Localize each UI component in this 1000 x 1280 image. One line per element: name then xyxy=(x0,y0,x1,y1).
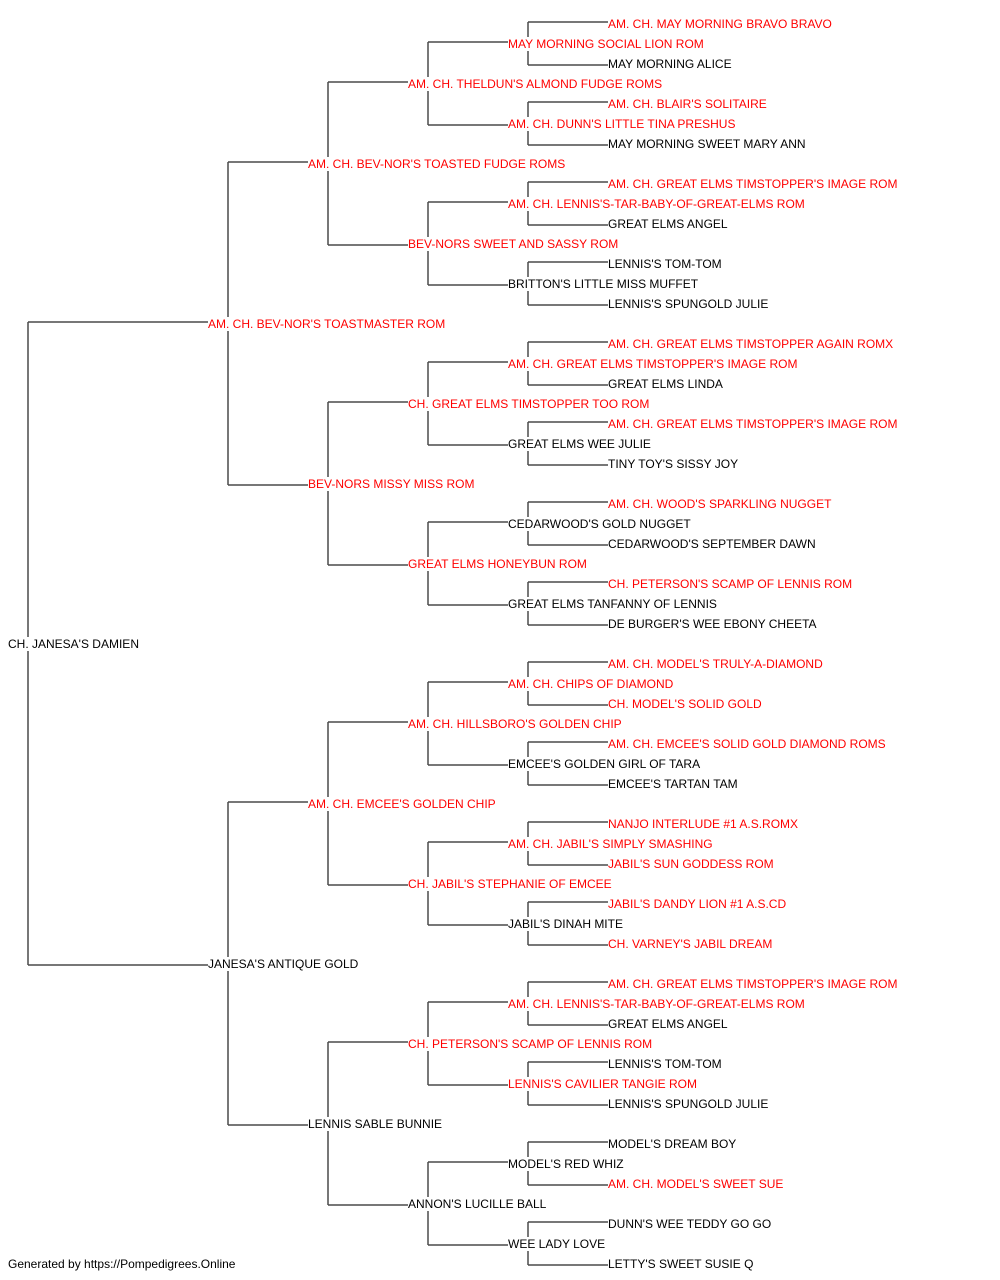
ancestor-name: CH. GREAT ELMS TIMSTOPPER TOO ROM xyxy=(408,397,652,411)
ancestor-name: AM. CH. DUNN'S LITTLE TINA PRESHUS xyxy=(508,117,738,131)
ancestor-name: DE BURGER'S WEE EBONY CHEETA xyxy=(608,617,819,631)
ancestor-name: GREAT ELMS LINDA xyxy=(608,377,725,391)
ancestor-name: CH. VARNEY'S JABIL DREAM xyxy=(608,937,775,951)
ancestor-name: DUNN'S WEE TEDDY GO GO xyxy=(608,1217,774,1231)
ancestor-name: CH. PETERSON'S SCAMP OF LENNIS ROM xyxy=(408,1037,655,1051)
ancestor-name: LENNIS'S TOM-TOM xyxy=(608,257,724,271)
ancestor-name: ANNON'S LUCILLE BALL xyxy=(408,1197,549,1211)
ancestor-name: AM. CH. BLAIR'S SOLITAIRE xyxy=(608,97,769,111)
ancestor-name: AM. CH. GREAT ELMS TIMSTOPPER AGAIN ROMX xyxy=(608,337,896,351)
ancestor-name: AM. CH. MODEL'S SWEET SUE xyxy=(608,1177,786,1191)
ancestor-name: GREAT ELMS ANGEL xyxy=(608,1017,730,1031)
ancestor-name: GREAT ELMS ANGEL xyxy=(608,217,730,231)
ancestor-name: AM. CH. MODEL'S TRULY-A-DIAMOND xyxy=(608,657,825,671)
ancestor-name: LENNIS SABLE BUNNIE xyxy=(308,1117,445,1131)
ancestor-name: LETTY'S SWEET SUSIE Q xyxy=(608,1257,756,1271)
ancestor-name: CH. MODEL'S SOLID GOLD xyxy=(608,697,764,711)
ancestor-name: AM. CH. BEV-NOR'S TOASTED FUDGE ROMS xyxy=(308,157,568,171)
ancestor-name: GREAT ELMS HONEYBUN ROM xyxy=(408,557,589,571)
ancestor-name: MAY MORNING SWEET MARY ANN xyxy=(608,137,808,151)
ancestor-name: LENNIS'S SPUNGOLD JULIE xyxy=(608,1097,771,1111)
ancestor-name: AM. CH. GREAT ELMS TIMSTOPPER'S IMAGE RO… xyxy=(508,357,800,371)
ancestor-name: AM. CH. BEV-NOR'S TOASTMASTER ROM xyxy=(208,317,448,331)
ancestor-name: MAY MORNING ALICE xyxy=(608,57,734,71)
ancestor-name: MODEL'S DREAM BOY xyxy=(608,1137,739,1151)
ancestor-name: BEV-NORS SWEET AND SASSY ROM xyxy=(408,237,621,251)
ancestor-name: WEE LADY LOVE xyxy=(508,1237,608,1251)
ancestor-name: JABIL'S SUN GODDESS ROM xyxy=(608,857,776,871)
ancestor-name: MODEL'S RED WHIZ xyxy=(508,1157,626,1171)
ancestor-name: LENNIS'S TOM-TOM xyxy=(608,1057,724,1071)
ancestor-name: CEDARWOOD'S GOLD NUGGET xyxy=(508,517,693,531)
ancestor-name: EMCEE'S GOLDEN GIRL OF TARA xyxy=(508,757,703,771)
footer-credit: Generated by https://Pompedigrees.Online xyxy=(8,1257,236,1271)
ancestor-name: AM. CH. LENNIS'S-TAR-BABY-OF-GREAT-ELMS … xyxy=(508,997,807,1011)
ancestor-name: GREAT ELMS WEE JULIE xyxy=(508,437,653,451)
ancestor-name: JABIL'S DINAH MITE xyxy=(508,917,625,931)
ancestor-name: AM. CH. EMCEE'S GOLDEN CHIP xyxy=(308,797,498,811)
ancestor-name: AM. CH. JABIL'S SIMPLY SMASHING xyxy=(508,837,715,851)
ancestor-name: AM. CH. THELDUN'S ALMOND FUDGE ROMS xyxy=(408,77,665,91)
ancestor-name: GREAT ELMS TANFANNY OF LENNIS xyxy=(508,597,719,611)
ancestor-name: AM. CH. EMCEE'S SOLID GOLD DIAMOND ROMS xyxy=(608,737,888,751)
ancestor-name: BRITTON'S LITTLE MISS MUFFET xyxy=(508,277,701,291)
ancestor-name: AM. CH. GREAT ELMS TIMSTOPPER'S IMAGE RO… xyxy=(608,177,900,191)
ancestor-name: AM. CH. WOOD'S SPARKLING NUGGET xyxy=(608,497,834,511)
ancestor-name: LENNIS'S CAVILIER TANGIE ROM xyxy=(508,1077,699,1091)
ancestor-name: CH. PETERSON'S SCAMP OF LENNIS ROM xyxy=(608,577,855,591)
ancestor-name: AM. CH. GREAT ELMS TIMSTOPPER'S IMAGE RO… xyxy=(608,977,900,991)
ancestor-name: JABIL'S DANDY LION #1 A.S.CD xyxy=(608,897,789,911)
ancestor-name: BEV-NORS MISSY MISS ROM xyxy=(308,477,477,491)
ancestor-name: EMCEE'S TARTAN TAM xyxy=(608,777,740,791)
ancestor-name: AM. CH. HILLSBORO'S GOLDEN CHIP xyxy=(408,717,624,731)
ancestor-name: AM. CH. GREAT ELMS TIMSTOPPER'S IMAGE RO… xyxy=(608,417,900,431)
ancestor-name: TINY TOY'S SISSY JOY xyxy=(608,457,741,471)
ancestor-name: CEDARWOOD'S SEPTEMBER DAWN xyxy=(608,537,818,551)
ancestor-name: AM. CH. LENNIS'S-TAR-BABY-OF-GREAT-ELMS … xyxy=(508,197,807,211)
ancestor-name: AM. CH. CHIPS OF DIAMOND xyxy=(508,677,676,691)
subject-dog-name: CH. JANESA'S DAMIEN xyxy=(8,637,141,651)
ancestor-name: JANESA'S ANTIQUE GOLD xyxy=(208,957,361,971)
ancestor-name: NANJO INTERLUDE #1 A.S.ROMX xyxy=(608,817,801,831)
ancestor-name: CH. JABIL'S STEPHANIE OF EMCEE xyxy=(408,877,614,891)
ancestor-name: MAY MORNING SOCIAL LION ROM xyxy=(508,37,706,51)
ancestor-name: LENNIS'S SPUNGOLD JULIE xyxy=(608,297,771,311)
ancestor-name: AM. CH. MAY MORNING BRAVO BRAVO xyxy=(608,17,834,31)
